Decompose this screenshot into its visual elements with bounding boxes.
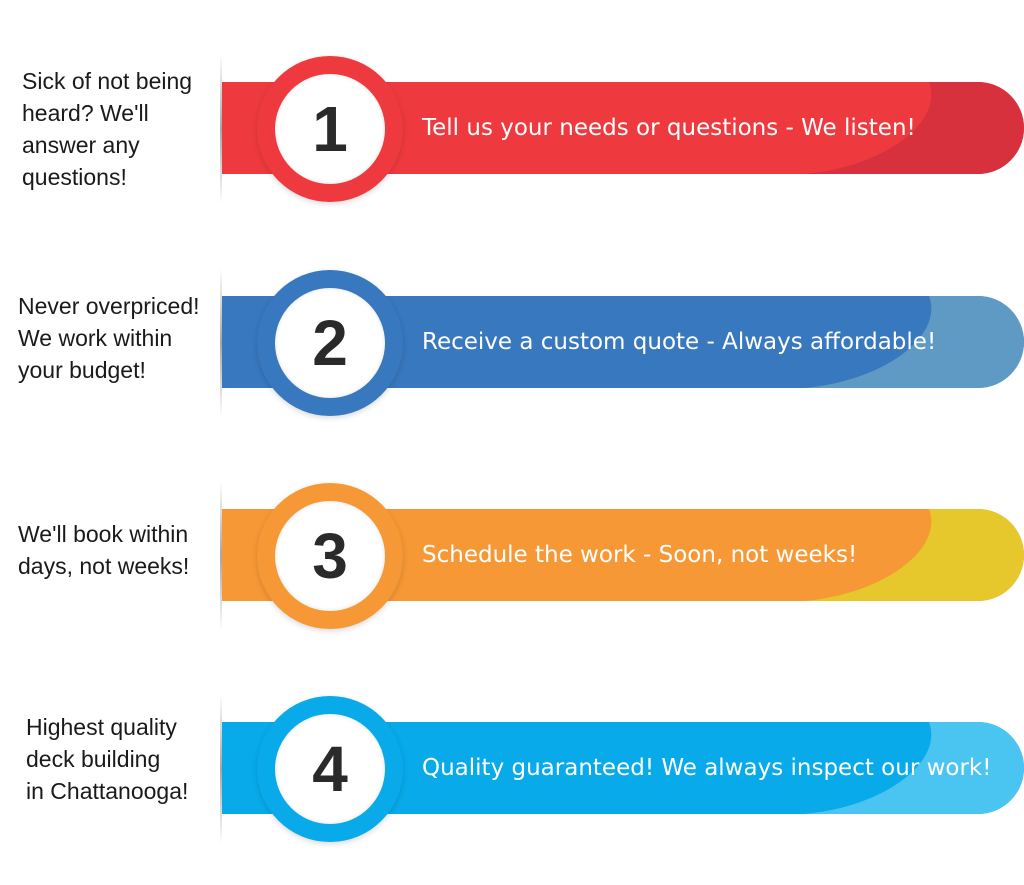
step-1-band-accent <box>804 82 1024 174</box>
step-3-band-accent <box>804 509 1024 601</box>
step-2-number: 2 <box>312 307 348 379</box>
step-3-side-text: We'll book within days, not weeks! <box>18 521 190 579</box>
step-3-divider <box>220 481 222 631</box>
step-1: Sick of not being heard? We'll answer an… <box>0 54 1024 204</box>
step-2-band-text: Receive a custom quote - Always affordab… <box>422 329 937 355</box>
step-3-circle <box>275 501 385 611</box>
step-4-number: 4 <box>312 733 348 805</box>
step-4-circle <box>275 714 385 824</box>
step-3-band-text: Schedule the work - Soon, not weeks! <box>422 542 858 568</box>
step-1-side-text: Sick of not being heard? We'll answer an… <box>22 68 193 190</box>
step-4-divider <box>220 694 222 844</box>
step-4: Highest quality deck building in Chattan… <box>0 694 1024 844</box>
step-4-band-accent <box>804 722 1024 814</box>
step-2-band-accent <box>804 296 1024 388</box>
step-3-number: 3 <box>312 520 348 592</box>
step-1-divider <box>220 54 222 204</box>
step-2-divider <box>220 268 222 418</box>
step-1-number: 1 <box>312 93 348 165</box>
step-2-circle <box>275 288 385 398</box>
step-4-side-text: Highest quality deck building in Chattan… <box>26 714 189 804</box>
step-1-circle <box>275 74 385 184</box>
step-2: Never overpriced! We work within your bu… <box>0 268 1024 418</box>
step-1-band-text: Tell us your needs or questions - We lis… <box>422 115 916 141</box>
step-4-band-text: Quality guaranteed! We always inspect ou… <box>422 755 992 781</box>
step-2-side-text: Never overpriced! We work within your bu… <box>18 293 200 383</box>
step-3: We'll book within days, not weeks! Sched… <box>0 481 1024 631</box>
